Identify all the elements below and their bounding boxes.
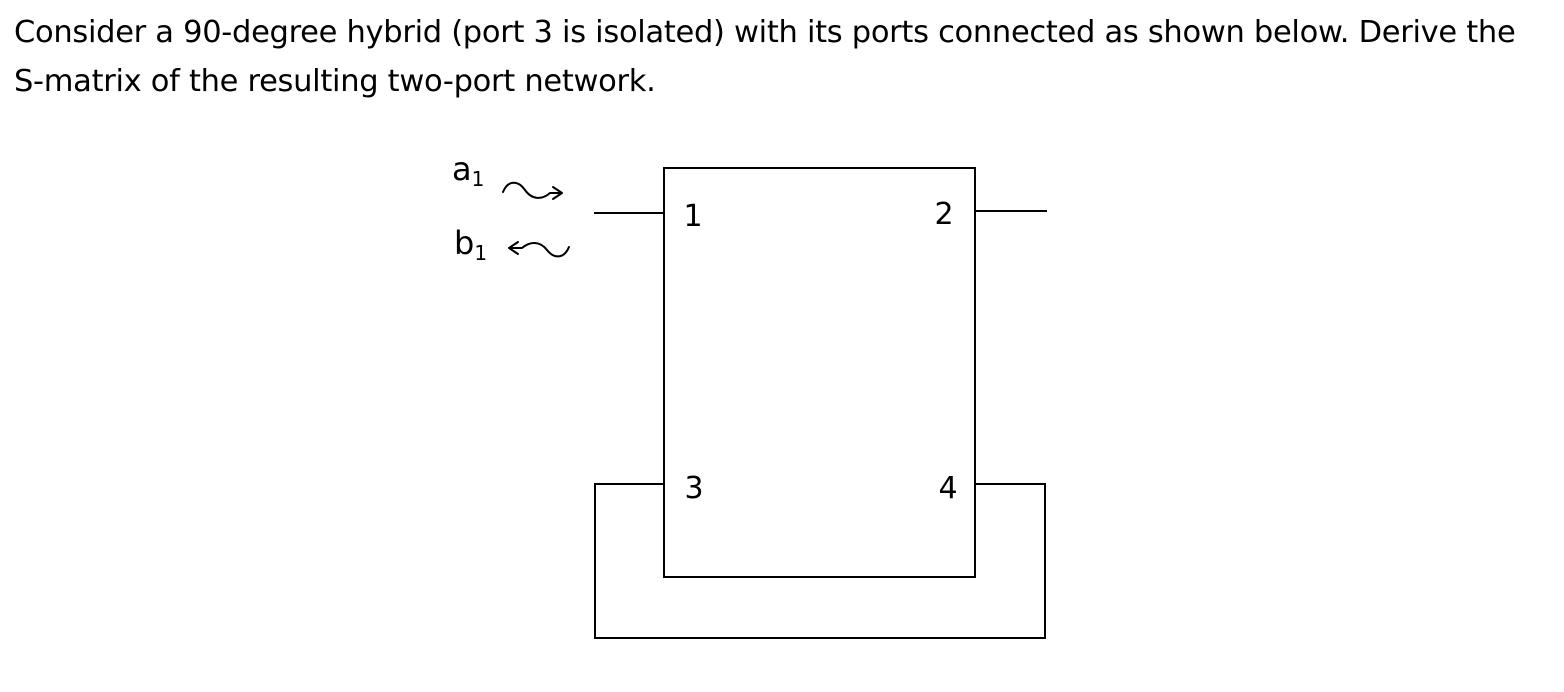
incident-wave-arrow-icon: [502, 181, 563, 200]
incident-wave-subscript: 1: [472, 167, 485, 191]
port-3-label: 3: [684, 471, 703, 506]
port-4-label: 4: [938, 471, 957, 506]
reflected-wave-arrow-icon: [508, 241, 570, 258]
reflected-wave-subscript: 1: [474, 241, 487, 265]
incident-wave-base: a: [452, 150, 472, 188]
port-2-label: 2: [934, 197, 953, 232]
reflected-wave-base: b: [454, 224, 474, 262]
port-1-label: 1: [683, 199, 702, 234]
port-3-4-loop: [594, 483, 1046, 639]
incident-wave-label: a1: [452, 150, 484, 191]
question-text: Consider a 90-degree hybrid (port 3 is i…: [14, 15, 1516, 99]
hybrid-box: [663, 167, 976, 578]
reflected-wave-label: b1: [454, 224, 487, 265]
